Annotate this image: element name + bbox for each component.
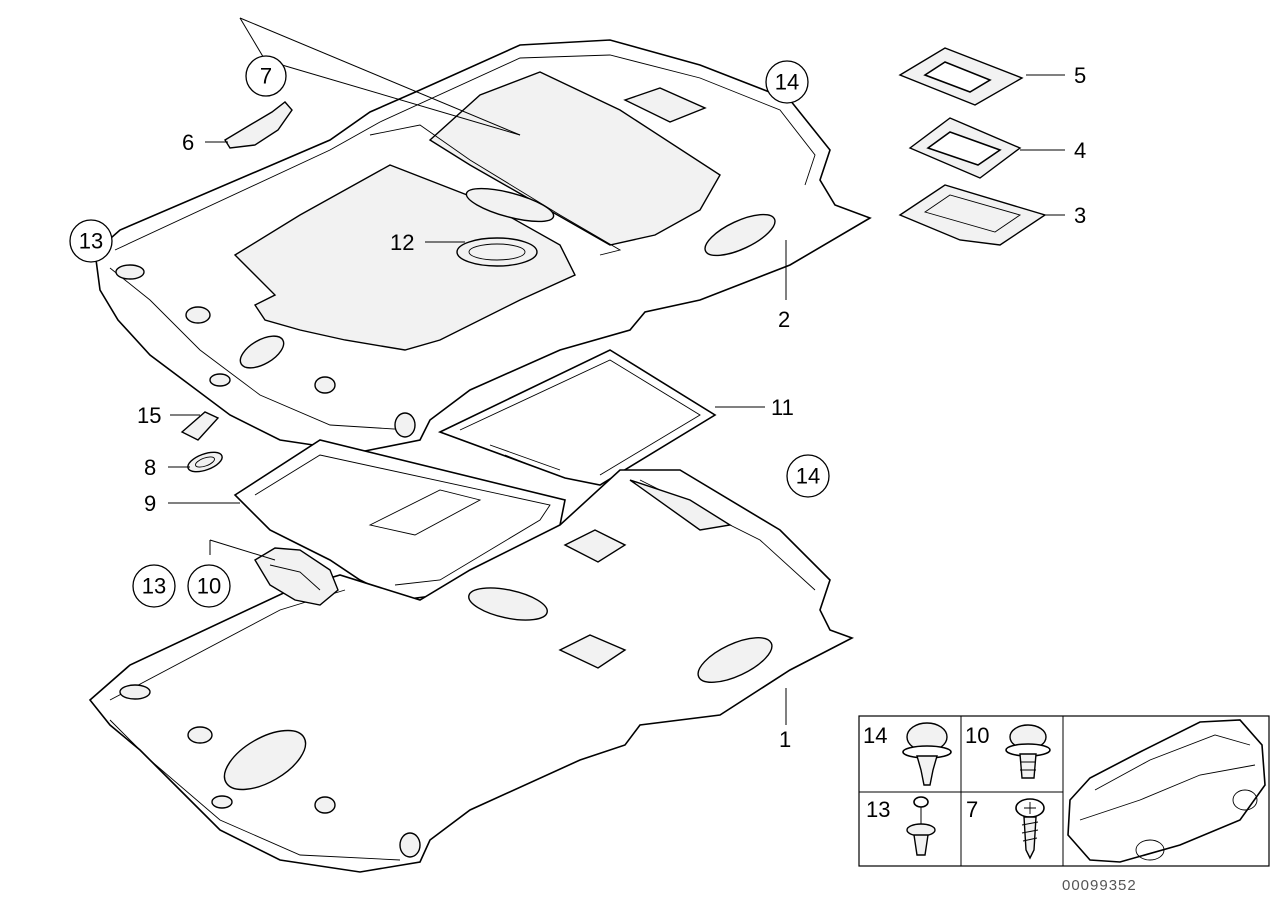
callout-8: 8 [144,455,156,480]
rivet-13-icon [906,796,936,856]
table-cell-14-label: 14 [863,723,887,748]
console-part-10 [254,547,339,606]
clip-10-icon [1005,724,1051,779]
callout-10: 10 [187,564,231,608]
part-15-cover [180,411,220,441]
svg-text:13: 13 [142,574,166,599]
table-cell-13-label: 13 [866,797,890,822]
frame-part-3 [898,184,1047,246]
frame-part-4 [908,117,1022,179]
document-number: 00099352 [1062,877,1137,894]
grab-handle-part-6 [224,101,293,149]
clip-14-icon [902,722,952,786]
callout-1: 1 [779,727,791,752]
callout-13-top: 13 [69,219,113,263]
screw-7-icon [1015,798,1045,860]
callout-2: 2 [778,307,790,332]
callout-9: 9 [144,491,156,516]
callout-14-top: 14 [765,60,809,104]
leader-lines [168,17,1065,725]
callout-4: 4 [1074,138,1086,163]
callout-7: 7 [245,55,287,97]
fastener-table: 14 10 13 7 [858,715,1270,867]
callout-13-bottom: 13 [132,564,176,608]
svg-text:14: 14 [796,464,820,489]
callout-3: 3 [1074,203,1086,228]
headliner-upper-part-2 [94,39,872,453]
callout-5: 5 [1074,63,1086,88]
callout-6: 6 [182,130,194,155]
table-cell-10-label: 10 [965,723,989,748]
svg-text:7: 7 [260,64,272,89]
svg-text:14: 14 [775,70,799,95]
svg-text:10: 10 [197,574,221,599]
callout-14-mid: 14 [786,454,830,498]
sunroof-frame-part-11 [437,349,717,486]
callout-12: 12 [390,230,414,255]
part-8-grommet [187,451,223,473]
table-cell-7-label: 7 [966,797,978,822]
reading-lamp-part-12 [456,237,538,267]
svg-text:13: 13 [79,229,103,254]
vehicle-locator-icon [1067,719,1266,863]
callout-15: 15 [137,403,161,428]
headliner-lower-part-1 [88,469,854,873]
callout-11: 11 [771,395,794,420]
frame-part-5 [898,47,1024,106]
